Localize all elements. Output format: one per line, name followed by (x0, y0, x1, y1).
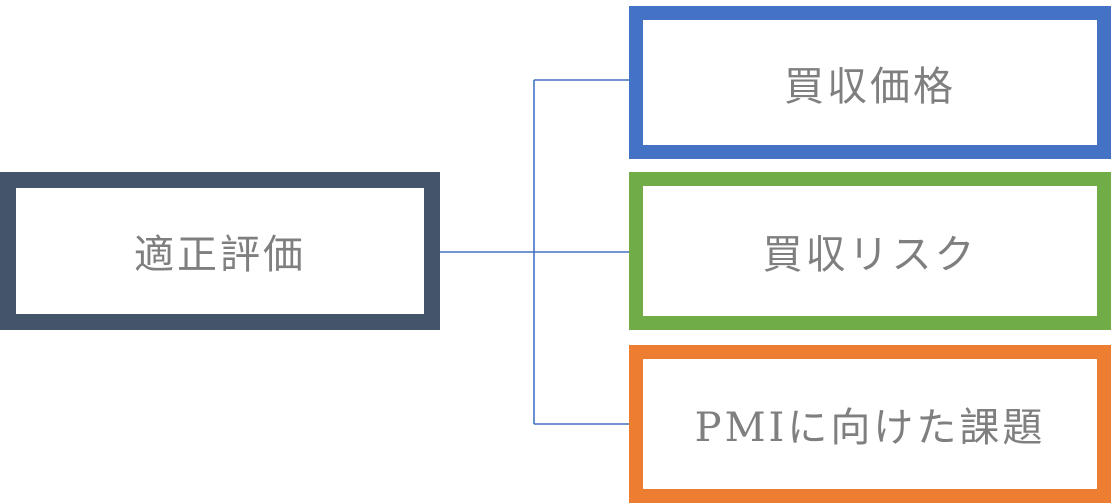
child-node-pmi-issues: PMIに向けた課題 (629, 345, 1111, 503)
child-node-label: 買収リスク (762, 232, 978, 278)
child-node-acquisition-risk: 買収リスク (629, 172, 1111, 330)
root-node-box: 適正評価 (0, 172, 440, 330)
child-node-acquisition-price: 買収価格 (629, 6, 1111, 159)
root-node-label: 適正評価 (134, 232, 306, 278)
child-node-label: PMIに向けた課題 (694, 405, 1046, 451)
child-node-label: 買収価格 (784, 63, 956, 110)
